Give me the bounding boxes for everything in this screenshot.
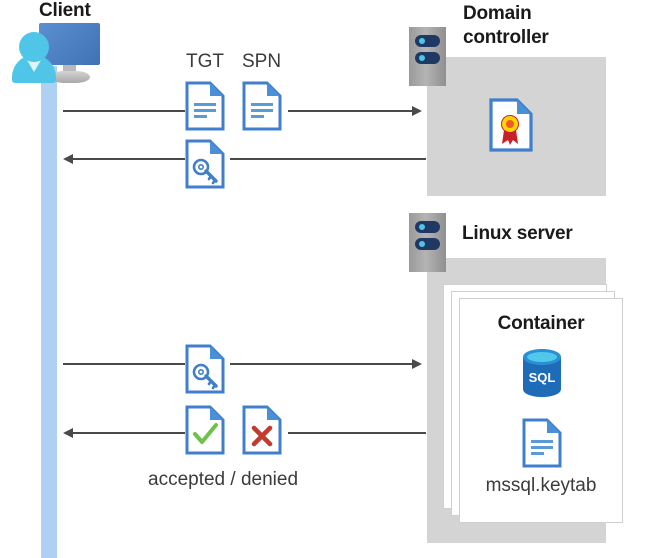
flow-line-dc-to-client-right — [230, 158, 426, 160]
flow-arrowhead-to-client-top — [63, 153, 73, 164]
keytab-label: mssql.keytab — [485, 475, 597, 496]
page-title-client: Client — [39, 0, 91, 21]
server-led-1 — [419, 38, 425, 44]
ticket-key-document-icon-bottom — [185, 344, 225, 394]
accepted-denied-label: accepted / denied — [148, 469, 299, 490]
container-title: Container — [497, 313, 585, 334]
client-lifeline — [41, 66, 57, 558]
container-card-front — [459, 298, 623, 523]
denied-document-icon — [242, 405, 282, 455]
monitor-base — [50, 71, 90, 83]
spn-document-icon — [242, 81, 282, 131]
flow-arrowhead-to-linux — [412, 358, 422, 369]
svg-text:SQL: SQL — [529, 370, 556, 385]
domain-controller-title-line2: controller — [463, 27, 549, 48]
person-head — [19, 32, 49, 62]
label-spn: SPN — [242, 51, 282, 72]
sql-database-icon: SQL — [521, 348, 563, 403]
linux-server-icon — [409, 213, 446, 272]
ticket-key-document-icon-top — [185, 139, 225, 189]
flow-line-client-to-dc-left — [63, 110, 185, 112]
accepted-document-icon — [185, 405, 225, 455]
flow-line-client-to-linux-right — [230, 363, 413, 365]
certificate-document-icon — [489, 98, 533, 152]
linux-server-title: Linux server — [462, 223, 573, 244]
flow-line-dc-to-client-left — [73, 158, 185, 160]
flow-line-client-to-linux-left — [63, 363, 185, 365]
domain-controller-title-line1: Domain — [463, 3, 532, 24]
monitor-neck — [63, 65, 76, 74]
label-tgt: TGT — [186, 51, 224, 72]
flow-line-client-to-dc-right — [288, 110, 413, 112]
flow-line-linux-to-client-right — [288, 432, 426, 434]
flow-arrowhead-to-client-bottom — [63, 427, 73, 438]
server-led-1 — [419, 224, 425, 230]
monitor-screen — [39, 23, 100, 65]
server-led-2 — [419, 55, 425, 61]
client-icon — [6, 23, 102, 83]
server-led-2 — [419, 241, 425, 247]
tgt-document-icon — [185, 81, 225, 131]
domain-controller-server-icon — [409, 27, 446, 86]
keytab-document-icon — [522, 418, 562, 468]
flow-arrowhead-to-dc — [412, 105, 422, 116]
flow-line-linux-to-client-left — [73, 432, 185, 434]
